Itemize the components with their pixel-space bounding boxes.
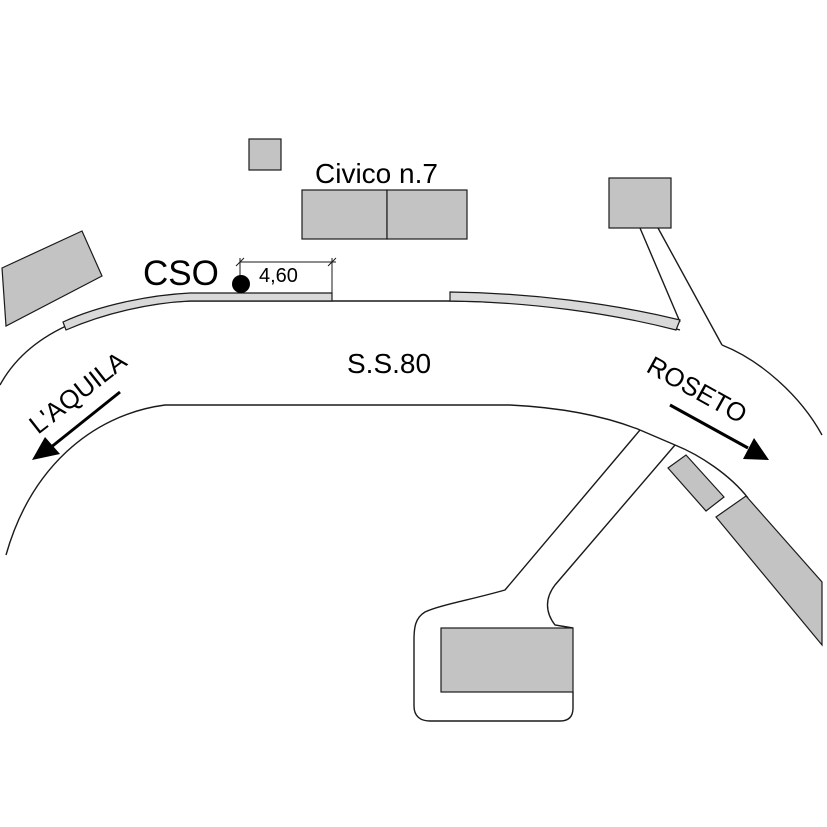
building-north-east xyxy=(608,177,672,229)
building-civico-7-west xyxy=(301,189,388,240)
building-south-east-small xyxy=(667,454,725,512)
side-road-south-west-edge xyxy=(413,429,641,722)
cso-label: CSO xyxy=(143,254,219,293)
road-edge-east xyxy=(721,344,823,436)
civico-label: Civico n.7 xyxy=(315,158,438,189)
sidewalk-right xyxy=(449,291,681,331)
building-small-north xyxy=(248,138,282,171)
arrow-left-icon xyxy=(32,390,121,460)
direction-right-label: ROSETO xyxy=(642,350,752,429)
building-west xyxy=(1,230,103,327)
distance-label: 4,60 xyxy=(259,265,298,287)
side-road-north-east-edge xyxy=(657,227,723,346)
sidewalk-left xyxy=(62,292,333,331)
cso-marker-icon xyxy=(232,275,250,293)
arrow-right-icon xyxy=(669,403,769,460)
road-edge-south xyxy=(5,404,641,556)
side-road-junction-edge xyxy=(639,429,749,499)
building-south-east-long xyxy=(715,495,823,647)
building-civico-7-east xyxy=(386,189,468,240)
side-road-north-west-edge xyxy=(639,227,681,323)
road-label: S.S.80 xyxy=(347,348,431,379)
building-south xyxy=(440,627,574,693)
side-road-south-east-edge xyxy=(546,444,676,629)
